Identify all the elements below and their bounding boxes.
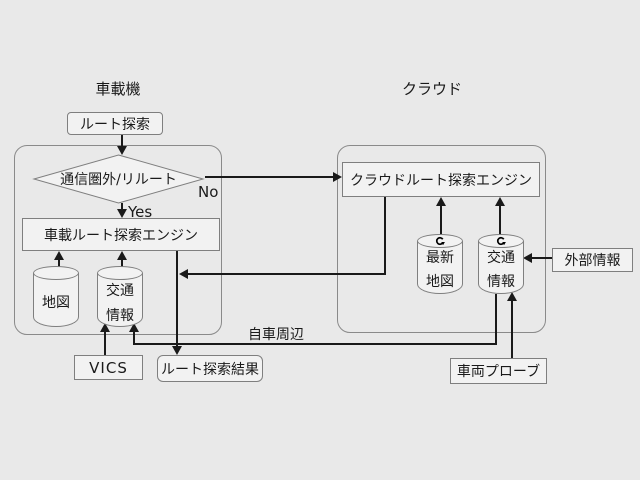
vics-label: VICS [89, 358, 128, 377]
cloud-engine-label: クラウドルート探索エンジン [350, 172, 532, 189]
cylinder-top [97, 266, 143, 280]
route-result-box: ルート探索結果 [157, 355, 263, 382]
vehicle-probe-box: 車両プローブ [450, 358, 547, 384]
connector-vicinity-across [133, 343, 497, 345]
own-vehicle-vicinity-label: 自車周辺 [248, 327, 304, 343]
external-info-box: 外部情報 [552, 248, 633, 272]
vehicle-map-db-label: 地図 [42, 295, 70, 311]
cylinder-body [478, 241, 524, 294]
arrowhead-no-to-cloud-engine [333, 172, 342, 182]
cylinder-body [33, 273, 79, 327]
cloud-latest-map-line2: 地図 [426, 274, 454, 290]
no-branch-label: No [198, 183, 219, 201]
arrowhead-vicinity-to-vehicletraffic [129, 323, 139, 332]
arrowhead-cloud-engine-return [179, 269, 188, 279]
cloud-traffic-cylinder: 交通 情報 [478, 234, 524, 294]
cylinder-body [417, 241, 463, 294]
cylinder-top [417, 234, 463, 248]
decision-diamond-shape [32, 154, 205, 204]
connector-vicinity-up [133, 331, 135, 343]
vehicle-container [14, 145, 222, 335]
arrowhead-external-to-cloudtraffic [523, 253, 532, 263]
connector-vicinity-down [495, 294, 497, 345]
refresh-icon [496, 236, 506, 246]
decision-diamond: 通信圏外/リルート [32, 154, 205, 204]
arrowhead-engine-to-result [172, 346, 182, 355]
refresh-icon [435, 236, 445, 246]
yes-branch-label: Yes [128, 203, 153, 221]
connector-cloud-engine-down [384, 197, 386, 275]
route-request-label: ルート探索 [80, 116, 150, 133]
cylinder-body [97, 273, 143, 327]
vehicle-traffic-db-line1: 交通 [106, 282, 134, 299]
arrowhead-yes-to-engine [117, 209, 127, 218]
connector-cloudtraffic-to-cloud-engine [499, 205, 501, 234]
vehicle-map-db-cylinder: 地図 [33, 266, 79, 327]
vehicle-engine-label: 車載ルート探索エンジン [44, 227, 198, 244]
connector-external-to-cloudtraffic [532, 257, 552, 259]
arrowhead-mapdb-to-engine [54, 251, 64, 260]
arrowhead-request-to-decision [117, 146, 127, 155]
vehicle-section-title: 車載機 [95, 80, 141, 98]
route-request-box: ルート探索 [67, 112, 163, 135]
connector-probe-to-cloudtraffic [511, 300, 513, 358]
cloud-section-title: クラウド [402, 80, 463, 98]
external-info-label: 外部情報 [564, 253, 621, 269]
cylinder-top [33, 266, 79, 280]
arrowhead-probe-to-cloudtraffic [507, 292, 517, 301]
cloud-container [337, 145, 546, 333]
cloud-traffic-line1: 交通 [487, 250, 515, 266]
connector-mapdb-to-engine [58, 259, 60, 268]
connector-yes-to-engine [121, 203, 123, 211]
arrowhead-vics-to-vehicletraffic [100, 323, 110, 332]
connector-latestmap-to-cloud-engine [440, 205, 442, 234]
connector-request-to-decision [121, 135, 123, 148]
route-result-label: ルート探索結果 [161, 361, 259, 378]
cloud-traffic-line2: 情報 [487, 274, 515, 290]
vics-box: VICS [74, 355, 143, 380]
connector-no-to-cloud-engine [205, 176, 334, 178]
cloud-latest-map-line1: 最新 [426, 250, 454, 266]
arrowhead-latestmap-to-cloud-engine [436, 197, 446, 206]
arrowhead-cloudtraffic-to-cloud-engine [495, 197, 505, 206]
arrowhead-trafficdb-to-engine [117, 251, 127, 260]
vehicle-probe-label: 車両プローブ [456, 364, 541, 380]
connector-trafficdb-to-engine [121, 259, 123, 268]
cylinder-top [478, 234, 524, 248]
decision-label: 通信圏外/リルート [60, 172, 177, 188]
connector-vics-to-vehicletraffic [104, 331, 106, 355]
cloud-engine-box: クラウドルート探索エンジン [342, 162, 540, 197]
cloud-latest-map-cylinder: 最新 地図 [417, 234, 463, 294]
vehicle-engine-box: 車載ルート探索エンジン [22, 218, 220, 251]
vehicle-traffic-db-cylinder: 交通 情報 [97, 266, 143, 327]
connector-engine-to-result [176, 251, 178, 348]
vehicle-traffic-db-line2: 情報 [106, 307, 134, 324]
connector-cloud-engine-return [188, 273, 386, 275]
